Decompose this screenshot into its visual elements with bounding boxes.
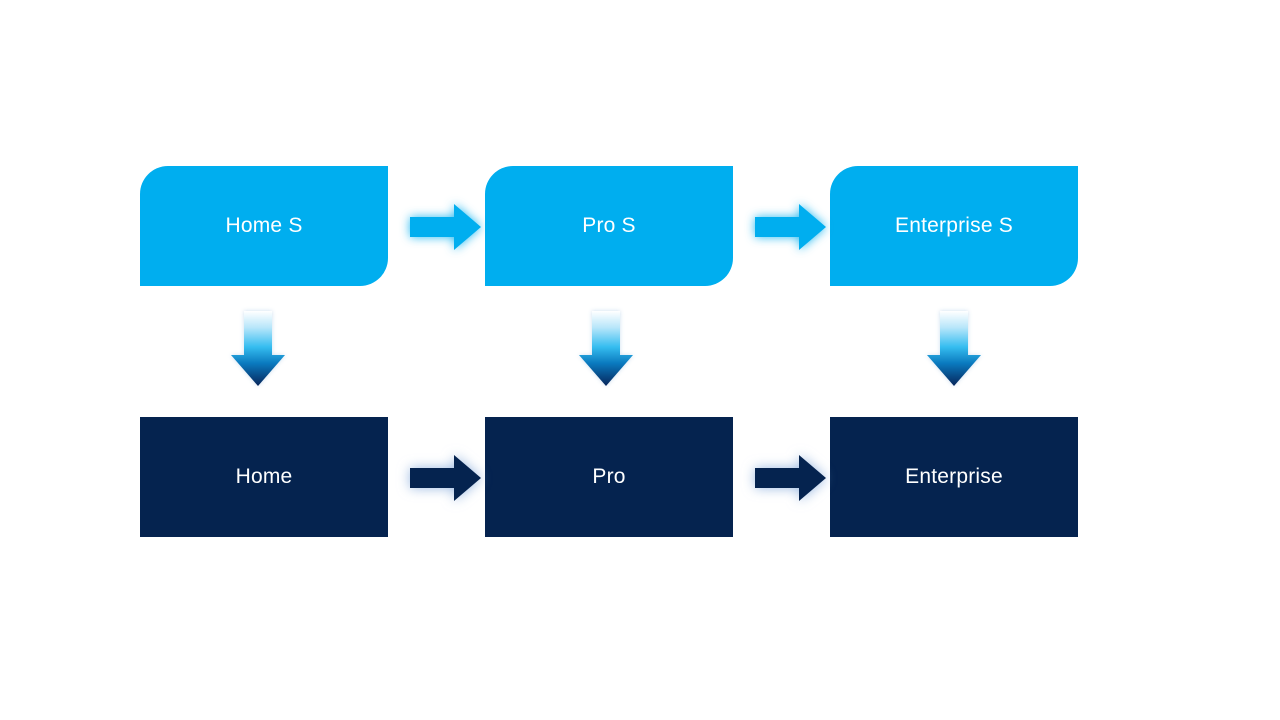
node-pro-label: Pro xyxy=(592,465,626,489)
node-home[interactable]: Home xyxy=(140,417,388,537)
arrow-right-home-to-pro xyxy=(410,454,482,502)
node-enterprise[interactable]: Enterprise xyxy=(830,417,1078,537)
arrow-right-home-s-to-pro-s xyxy=(410,203,482,251)
arrow-down-enterprise-s-to-enterprise xyxy=(926,311,982,387)
arrow-down-home-s-to-home xyxy=(230,311,286,387)
node-pro[interactable]: Pro xyxy=(485,417,733,537)
arrow-down-pro-s-to-pro xyxy=(578,311,634,387)
arrow-right-pro-to-enterprise xyxy=(755,454,827,502)
node-home-s[interactable]: Home S xyxy=(140,166,388,286)
node-enterprise-s-label: Enterprise S xyxy=(895,214,1013,238)
node-home-s-label: Home S xyxy=(225,214,303,238)
node-pro-s[interactable]: Pro S xyxy=(485,166,733,286)
node-home-label: Home xyxy=(235,465,293,489)
node-enterprise-s[interactable]: Enterprise S xyxy=(830,166,1078,286)
node-enterprise-label: Enterprise xyxy=(905,465,1003,489)
node-pro-s-label: Pro S xyxy=(582,214,636,238)
arrow-right-pro-s-to-enterprise-s xyxy=(755,203,827,251)
